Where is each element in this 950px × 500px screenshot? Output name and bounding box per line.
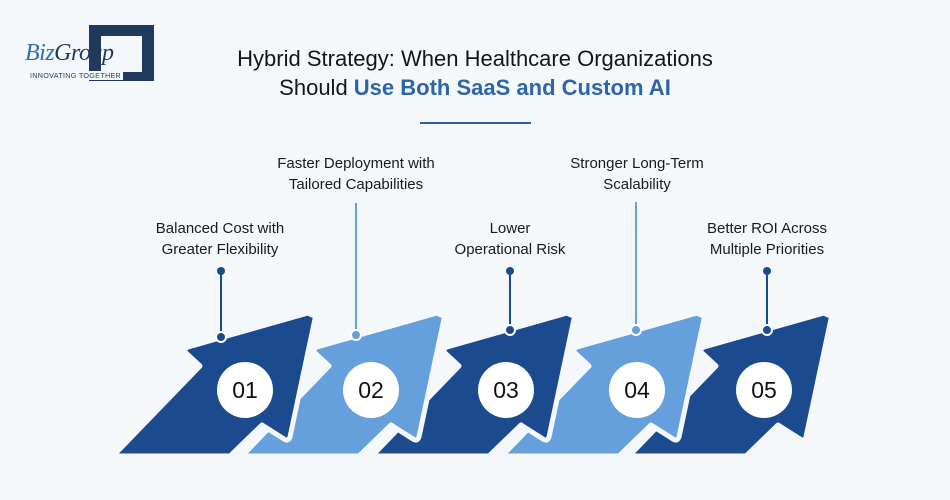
title-plain-text: Should [279, 75, 354, 100]
step-3-label-line-1: Lower [489, 220, 531, 237]
step-2-connector [350, 203, 362, 341]
step-4-label: Stronger Long-Term Scalability [527, 153, 747, 195]
step-3-number-badge: 03 [478, 362, 534, 418]
logo-frame-cutout [101, 36, 142, 72]
step-1-connector [215, 267, 227, 343]
title-line-2: Should Use Both SaaS and Custom AI [150, 73, 800, 102]
logo-brand-prefix: Biz [25, 40, 55, 66]
step-5-label-line-2: Multiple Priorities [709, 241, 825, 258]
step-3-label: Lower Operational Risk [400, 218, 620, 260]
logo-wordmark: BizGroup [25, 40, 114, 67]
bizgroup-logo: BizGroup INNOVATING TOGETHER [22, 22, 162, 86]
title-highlight-text: Use Both SaaS and Custom AI [353, 75, 671, 100]
step-4-label-line-2: Scalability [603, 176, 671, 193]
step-2-label: Faster Deployment with Tailored Capabili… [246, 153, 466, 195]
step-5-number-badge: 05 [736, 362, 792, 418]
step-2-label-line-1: Faster Deployment with [277, 155, 435, 172]
title-underline [420, 122, 531, 124]
step-1-arrow [113, 313, 315, 456]
step-1-label-line-2: Greater Flexibility [161, 241, 279, 258]
step-2-number-badge: 02 [343, 362, 399, 418]
step-4-label-line-1: Stronger Long-Term [570, 155, 704, 172]
title-line-1: Hybrid Strategy: When Healthcare Organiz… [237, 46, 713, 71]
step-1-label: Balanced Cost with Greater Flexibility [110, 218, 330, 260]
step-2-label-line-2: Tailored Capabilities [288, 176, 424, 193]
step-5-label: Better ROI Across Multiple Priorities [657, 218, 877, 260]
step-5-connector [761, 267, 773, 336]
step-4-number-badge: 04 [609, 362, 665, 418]
step-3-label-line-2: Operational Risk [454, 241, 566, 258]
logo-tagline: INNOVATING TOGETHER [30, 71, 124, 80]
step-4-connector [630, 202, 642, 336]
step-5-label-line-1: Better ROI Across [706, 220, 828, 237]
page-title: Hybrid Strategy: When Healthcare Organiz… [150, 44, 800, 102]
step-1-label-line-1: Balanced Cost with [155, 220, 285, 237]
step-1-number-badge: 01 [217, 362, 273, 418]
logo-brand-suffix: Group [54, 40, 114, 66]
step-3-connector [504, 267, 516, 336]
